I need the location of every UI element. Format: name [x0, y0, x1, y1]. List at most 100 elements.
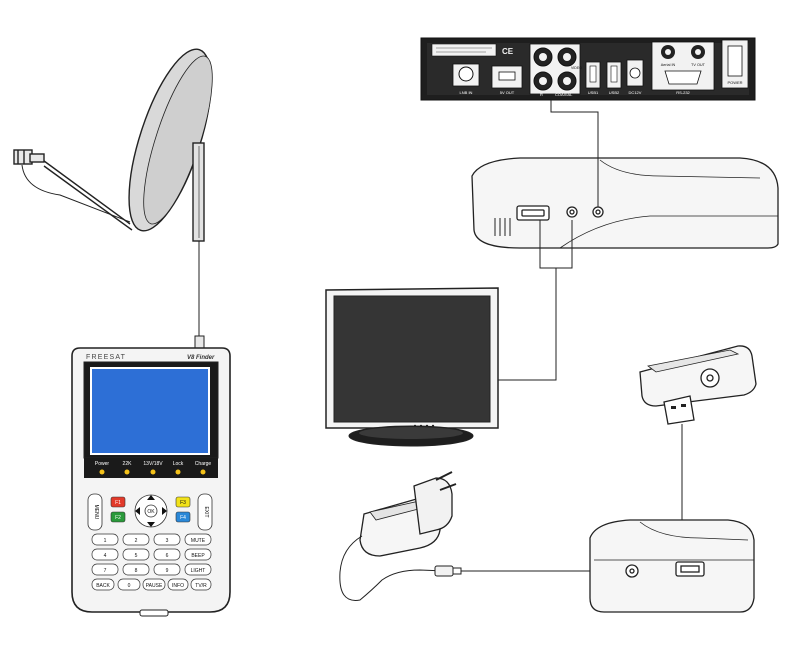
svg-text:3: 3 — [166, 538, 169, 544]
lnb-cable — [21, 164, 131, 223]
svg-text:RS-232: RS-232 — [676, 90, 690, 95]
indicator-voltage-label: 13V/18V — [143, 461, 163, 467]
f4-key[interactable] — [175, 511, 191, 523]
svg-text:0: 0 — [128, 583, 131, 589]
keypad: MENU EXIT F1 F2 F3 F4 OK 1 2 — [87, 493, 213, 591]
key-8[interactable] — [122, 563, 150, 576]
receiver-box-bottom — [589, 519, 755, 613]
beep-key[interactable] — [184, 548, 212, 561]
mute-key[interactable] — [184, 533, 212, 546]
right-arrow-icon[interactable] — [162, 507, 167, 515]
svg-text:Aerial IN: Aerial IN — [661, 63, 676, 67]
svg-text:DC12V: DC12V — [629, 90, 642, 95]
cable-receiver-to-tv — [498, 220, 573, 381]
power-adapter — [359, 471, 457, 557]
svg-text:F3: F3 — [180, 500, 186, 506]
5v-out-port: 5V OUT — [491, 65, 523, 95]
svg-text:F1: F1 — [115, 500, 121, 506]
sat-finder-device: FREESAT V8 Finder Power 22K 13V/18V Lock… — [71, 347, 231, 617]
receiver-box — [471, 157, 779, 249]
tv-screen — [333, 295, 491, 423]
light-key[interactable] — [184, 563, 212, 576]
key-4[interactable] — [91, 548, 119, 561]
aerial-tv-rs232-ports: Aerial IN TV OUT RS-232 — [651, 41, 715, 95]
key-9[interactable] — [153, 563, 181, 576]
av-rca-ports: VIDEO R COAXIAL — [529, 43, 582, 97]
svg-text:BEEP: BEEP — [191, 553, 205, 559]
dc-plug — [434, 565, 462, 577]
lnb-arm — [39, 157, 131, 225]
dc12v-port: DC12V — [626, 59, 644, 95]
key-3[interactable] — [153, 533, 181, 546]
lnb-in-port: LNB IN — [452, 63, 480, 95]
up-arrow-icon[interactable] — [147, 495, 155, 500]
key-1[interactable] — [91, 533, 119, 546]
svg-text:5V OUT: 5V OUT — [500, 90, 515, 95]
f2-key[interactable] — [110, 511, 126, 523]
usb1-port: USB1 — [585, 61, 601, 95]
svg-text:OK: OK — [147, 509, 155, 515]
svg-text:INFO: INFO — [172, 583, 184, 589]
finder-screen — [90, 367, 210, 455]
indicator-22k-led — [124, 469, 130, 475]
f3-key[interactable] — [175, 496, 191, 508]
indicator-charge-label: Charge — [195, 461, 212, 467]
svg-text:2: 2 — [135, 538, 138, 544]
receiver-rear-panel: CE LNB IN 5V OUT VIDEO R COAXIAL — [420, 37, 756, 101]
key-0[interactable] — [117, 578, 141, 591]
tvr-key[interactable] — [190, 578, 212, 591]
lnb-icon — [13, 149, 45, 165]
key-7[interactable] — [91, 563, 119, 576]
svg-text:COAXIAL: COAXIAL — [555, 92, 573, 97]
svg-text:TV/R: TV/R — [195, 583, 207, 589]
info-key[interactable] — [167, 578, 189, 591]
dish-mast — [192, 142, 205, 242]
svg-text:LNB IN: LNB IN — [460, 90, 473, 95]
usb-flash-drive — [639, 345, 757, 425]
svg-text:PAUSE: PAUSE — [146, 583, 163, 589]
svg-text:1: 1 — [104, 538, 107, 544]
power-switch: POWER — [721, 39, 749, 89]
svg-text:5: 5 — [135, 553, 138, 559]
ok-key[interactable] — [144, 504, 158, 518]
svg-text:F2: F2 — [115, 515, 121, 521]
svg-text:USB2: USB2 — [609, 90, 620, 95]
cable-adapter-to-receiver — [339, 535, 632, 601]
dc-jack — [592, 206, 604, 218]
indicator-22k-label: 22K — [123, 461, 133, 467]
back-key[interactable] — [91, 578, 115, 591]
svg-text:BACK: BACK — [96, 583, 110, 589]
svg-text:R: R — [540, 92, 543, 97]
menu-key[interactable] — [87, 493, 103, 531]
svg-text:USB1: USB1 — [588, 90, 599, 95]
indicator-power-label: Power — [95, 461, 110, 467]
brand-logo: FREESAT — [86, 354, 126, 361]
f1-key[interactable] — [110, 496, 126, 508]
svg-text:4: 4 — [104, 553, 107, 559]
svg-text:LIGHT: LIGHT — [191, 568, 206, 574]
svg-text:MENU: MENU — [93, 505, 99, 520]
svg-text:F4: F4 — [180, 515, 186, 521]
left-arrow-icon[interactable] — [135, 507, 140, 515]
usb-plug — [663, 395, 695, 425]
ce-mark: CE — [502, 47, 514, 56]
indicator-lock-led — [175, 469, 181, 475]
pause-key[interactable] — [142, 578, 166, 591]
svg-text:EXIT: EXIT — [203, 506, 209, 517]
svg-text:8: 8 — [135, 568, 138, 574]
exit-key[interactable] — [197, 493, 213, 531]
indicator-lock-label: Lock — [173, 461, 184, 467]
indicator-power-led — [99, 469, 105, 475]
key-2[interactable] — [122, 533, 150, 546]
down-arrow-icon[interactable] — [147, 522, 155, 527]
indicator-voltage-led — [150, 469, 156, 475]
f-connector — [194, 335, 205, 349]
tv-monitor — [325, 287, 499, 447]
dc-in-jack — [625, 564, 639, 578]
cable-panel-to-receiver — [550, 100, 599, 207]
key-5[interactable] — [122, 548, 150, 561]
indicator-charge-led — [200, 469, 206, 475]
svg-text:7: 7 — [104, 568, 107, 574]
svg-text:TV OUT: TV OUT — [691, 63, 706, 67]
key-6[interactable] — [153, 548, 181, 561]
